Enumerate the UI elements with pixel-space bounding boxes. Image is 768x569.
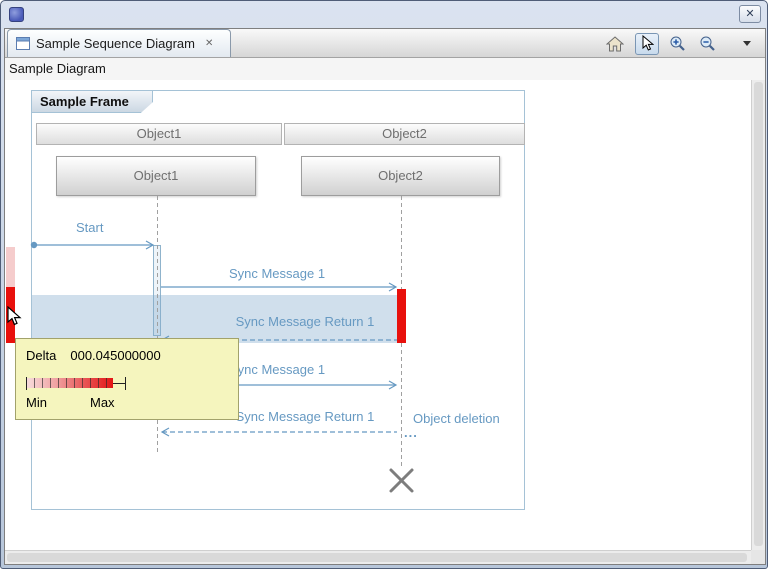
window-close-button[interactable]: ✕ [739, 5, 761, 23]
zoom-in-icon [670, 36, 685, 51]
select-tool-button[interactable] [635, 32, 659, 55]
view-toolbar [603, 29, 765, 58]
delta-tooltip: Delta 000.045000000 Min Max [15, 338, 239, 420]
view-region: Sample Sequence Diagram ✕ [4, 28, 766, 565]
titlebar[interactable]: ✕ [1, 1, 767, 28]
lifeline-dashed-lines [157, 196, 402, 468]
message-start[interactable] [30, 240, 155, 250]
tooltip-max-label: Max [90, 395, 115, 410]
diagram-name-label: Sample Diagram [5, 58, 765, 80]
view-menu-button[interactable] [743, 41, 751, 46]
window-icon [9, 7, 24, 22]
scale-left-tick [26, 376, 27, 390]
mouse-cursor-icon [7, 306, 22, 326]
scale-right-tick [125, 376, 126, 390]
home-button[interactable] [603, 33, 627, 55]
cursor-icon [642, 35, 654, 51]
label-sync-message-1[interactable]: Sync Message 1 [228, 266, 326, 281]
tooltip-delta-label: Delta [26, 348, 57, 363]
zoom-in-button[interactable] [665, 33, 689, 55]
message-sync-return-2[interactable] [160, 427, 397, 437]
scale-gradient-bar [27, 378, 113, 388]
frame-title[interactable]: Sample Frame [31, 90, 153, 113]
home-icon [606, 35, 624, 51]
horizontal-scrollbar-thumb[interactable] [7, 553, 747, 562]
selection-highlight [32, 295, 401, 343]
label-object-deletion: Object deletion [413, 411, 500, 426]
column-header-object1[interactable]: Object1 [36, 123, 282, 145]
label-sync-message-2[interactable]: Sync Message 1 [228, 362, 326, 377]
sequence-diagram-icon [16, 37, 30, 50]
tab-bar: Sample Sequence Diagram ✕ [5, 29, 765, 58]
sequence-diagram-canvas[interactable]: Sample Frame Object1 Object2 Object1 Obj… [5, 80, 751, 550]
column-header-object2[interactable]: Object2 [284, 123, 525, 145]
vertical-scrollbar-thumb[interactable] [754, 82, 763, 546]
scale-line [113, 382, 125, 384]
tooltip-delta-row: Delta 000.045000000 [26, 348, 161, 363]
zoom-out-button[interactable] [695, 33, 719, 55]
tooltip-delta-value: 000.045000000 [70, 348, 161, 363]
object-deletion-cross-icon[interactable] [389, 468, 414, 493]
label-start[interactable]: Start [76, 220, 104, 235]
tooltip-min-label: Min [26, 395, 47, 410]
scrollbar-corner [751, 550, 765, 564]
uml-frame [31, 90, 525, 510]
label-sync-return-2[interactable]: Sync Message Return 1 [235, 409, 375, 424]
zoom-out-icon [700, 36, 715, 51]
vertical-scrollbar[interactable] [751, 80, 765, 550]
diagram-graphics [30, 196, 414, 493]
lifeline-object1[interactable]: Object1 [56, 156, 256, 196]
execution-occurrence-object2[interactable] [397, 289, 406, 343]
ellipsis-label: ... [404, 425, 418, 440]
time-range-pink[interactable] [6, 247, 15, 287]
message-sync-1[interactable] [161, 282, 398, 292]
tab-close-icon[interactable]: ✕ [204, 38, 214, 49]
horizontal-scrollbar[interactable] [5, 550, 751, 564]
tooltip-scale [26, 375, 126, 391]
label-sync-return-1[interactable]: Sync Message Return 1 [235, 314, 375, 329]
tab-sample-sequence-diagram[interactable]: Sample Sequence Diagram ✕ [7, 29, 231, 57]
lifeline-object2[interactable]: Object2 [301, 156, 500, 196]
tab-label: Sample Sequence Diagram [36, 36, 195, 51]
